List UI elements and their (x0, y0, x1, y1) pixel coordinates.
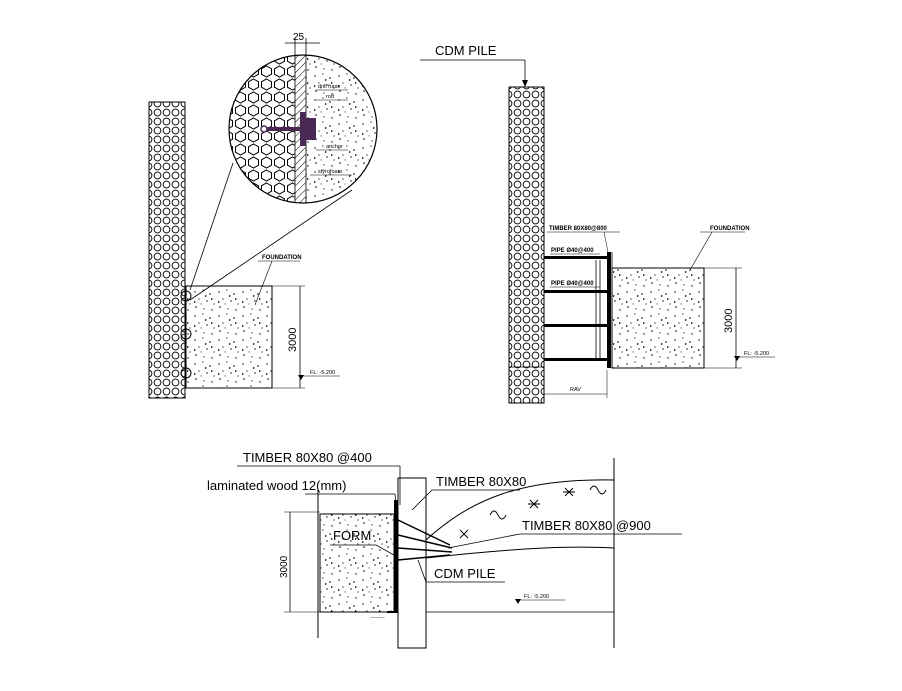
cdm-pile-label: CDM PILE (434, 566, 496, 581)
height-dim-3000: 3000 (279, 555, 290, 578)
level-label: FL: -5.200 (310, 370, 335, 376)
callout-anchor: anchor (326, 144, 343, 150)
timber-label: TIMBER 80X80 (436, 474, 526, 489)
timber-800-label: TIMBER 80X80@800 (549, 226, 608, 232)
foundation-block (611, 267, 705, 369)
detail-3: -------- TIMBER 80X80 @400 laminated woo… (207, 450, 682, 649)
level-label: FL: -5.200 (744, 351, 769, 357)
soil-symbols (459, 485, 607, 539)
timber-400-label: TIMBER 80X80 @400 (243, 450, 372, 465)
width-dim-label: RAV (570, 387, 581, 393)
callout-rod: rod (326, 94, 334, 100)
detail-1: 25 drill frass rod anchor styrofoam FOUN… (148, 32, 378, 399)
pipe-label-1: PIPE Ø40@400 (551, 248, 594, 254)
detail-2: CDM PILE TIMBER 80X80@800 PIPE Ø40@400 P… (420, 43, 775, 404)
dim-25-label: 25 (293, 32, 305, 43)
braces (397, 519, 453, 561)
callout-drill: drill frass (318, 84, 340, 90)
anchor-marker (180, 328, 192, 340)
pipes (544, 256, 607, 361)
cdm-pile-column (397, 477, 427, 649)
pipe-label-2: PIPE Ø40@400 (551, 281, 594, 287)
foundation-block (185, 285, 273, 389)
height-dim-3000: 3000 (287, 328, 299, 352)
laminated-wood-label: laminated wood 12(mm) (207, 478, 346, 493)
form-label: FORM (333, 528, 371, 543)
svg-text:--------: -------- (370, 615, 385, 621)
height-dim-3000: 3000 (723, 309, 735, 333)
zoom-detail (228, 54, 378, 204)
level-label: FL: -5.200 (524, 594, 549, 600)
cdm-pile-label: CDM PILE (435, 43, 497, 58)
foundation-label: FOUNDATION (262, 255, 302, 261)
anchor-marker (180, 290, 192, 302)
callout-styrofoam: styrofoam (318, 169, 343, 175)
timber-900-label: TIMBER 80X80 @900 (522, 518, 651, 533)
foundation-label: FOUNDATION (710, 226, 750, 232)
pile-wall (508, 86, 545, 404)
slope-line (425, 479, 615, 541)
pile-wall (148, 101, 186, 399)
anchor-marker (180, 367, 192, 379)
